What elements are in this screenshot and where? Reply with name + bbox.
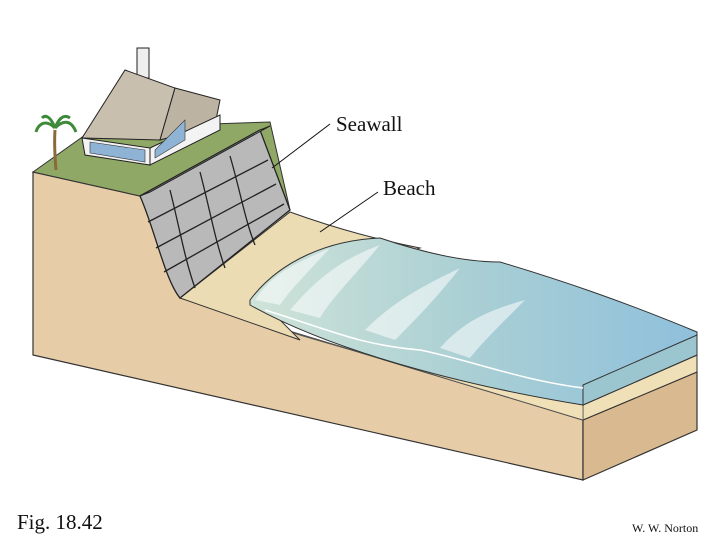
shoreline [264, 309, 584, 389]
breaking-waves [255, 245, 525, 358]
beach-leader-line [319, 191, 379, 233]
figure-caption: Fig. 18.42 [17, 510, 103, 534]
seawall [139, 125, 291, 299]
house [81, 47, 221, 166]
seawall-leader-line [271, 123, 331, 169]
palm-tree-icon [34, 114, 78, 171]
publisher-credit: W. W. Norton [632, 521, 699, 535]
beach-label: Beach [383, 176, 436, 200]
seawall-label: Seawall [336, 112, 403, 136]
water-side-face [582, 334, 698, 406]
